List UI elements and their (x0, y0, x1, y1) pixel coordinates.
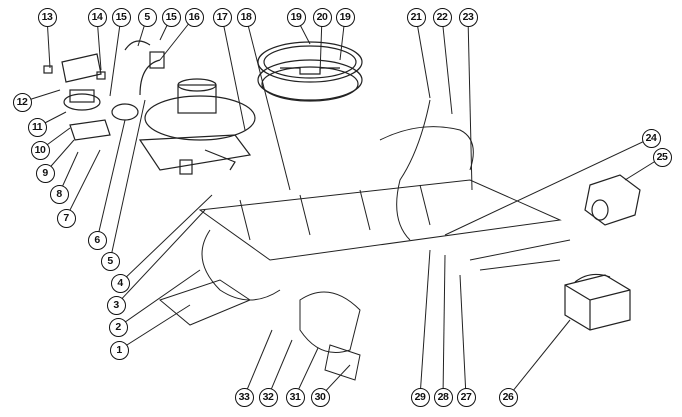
callout-number: 7 (56, 208, 76, 228)
callout-number: 15 (161, 7, 181, 27)
callout-number: 25 (652, 147, 672, 167)
callout-number: 28 (433, 387, 453, 407)
callout-number: 29 (410, 387, 430, 407)
callout-number: 9 (35, 163, 55, 183)
leader-line (221, 16, 246, 131)
callout-number: 14 (87, 7, 107, 27)
callout-number: 27 (456, 387, 476, 407)
callout-number: 11 (27, 117, 47, 137)
leader-line (419, 249, 431, 398)
throttle-body (138, 78, 256, 175)
leader-line (459, 274, 467, 398)
wiring-harness (158, 99, 571, 381)
callout-number: 21 (406, 7, 426, 27)
leader-line (65, 149, 101, 219)
callout-number: 31 (285, 387, 305, 407)
callout-number: 19 (286, 7, 306, 27)
air-cleaner-gasket (257, 41, 363, 102)
sensor-connector (584, 174, 641, 226)
leader-line (442, 254, 446, 398)
callout-number: 23 (458, 7, 478, 27)
callout-number: 3 (106, 295, 126, 315)
callout-number: 6 (87, 230, 107, 250)
callout-number: 8 (49, 184, 69, 204)
callout-number: 22 (432, 7, 452, 27)
callout-number: 15 (111, 7, 131, 27)
leader-line (243, 329, 273, 398)
leader-line (109, 16, 122, 97)
egr-valve (43, 40, 165, 141)
leader-line (444, 137, 652, 236)
leader-line (109, 99, 146, 262)
callout-number: 32 (258, 387, 278, 407)
callout-number: 20 (312, 7, 332, 27)
callout-number: 4 (110, 273, 130, 293)
relay-bracket (564, 273, 631, 331)
callout-number: 24 (641, 128, 661, 148)
leader-line (96, 119, 126, 241)
callout-number: 26 (498, 387, 518, 407)
leader-line (507, 319, 571, 398)
callout-number: 5 (100, 251, 120, 271)
callout-number: 18 (236, 7, 256, 27)
leader-line (117, 269, 201, 328)
leader-line (118, 304, 191, 351)
callout-number: 16 (184, 7, 204, 27)
leader-line (467, 16, 473, 191)
callout-number: 10 (30, 140, 50, 160)
callout-number: 13 (37, 7, 57, 27)
callout-number: 5 (137, 7, 157, 27)
callout-number: 12 (12, 92, 32, 112)
callout-number: 30 (310, 387, 330, 407)
callout-number: 2 (108, 317, 128, 337)
leader-line (115, 209, 206, 306)
leader-line (245, 16, 291, 191)
callout-number: 33 (234, 387, 254, 407)
leader-line (267, 339, 293, 398)
leader-line (441, 16, 453, 115)
callout-number: 1 (109, 340, 129, 360)
callout-number: 19 (335, 7, 355, 27)
leader-line (415, 16, 431, 99)
callout-number: 17 (212, 7, 232, 27)
leader-line (119, 194, 213, 284)
leader-line (319, 16, 323, 75)
